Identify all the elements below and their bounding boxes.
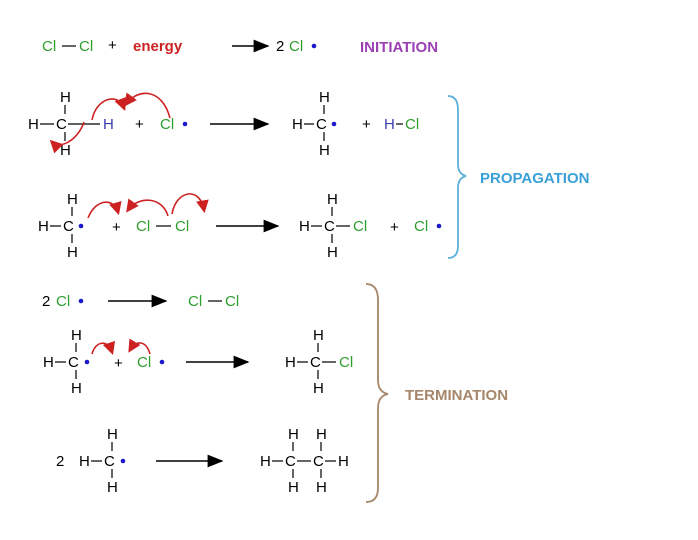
propagation-brace — [447, 95, 467, 259]
plus-sign: + — [390, 219, 399, 236]
initiation-label: INITIATION — [360, 39, 438, 56]
radical-dot — [159, 359, 165, 365]
h-atom: H — [319, 89, 330, 106]
cl-atom: Cl — [339, 354, 353, 371]
h-atom: H — [338, 453, 349, 470]
cl-atom: Cl — [79, 38, 93, 55]
curly-arrow — [91, 340, 116, 356]
c-atom: C — [63, 218, 74, 235]
h-atom: H — [71, 327, 82, 344]
coefficient: 2 — [56, 453, 64, 470]
cl-atom: Cl — [225, 293, 239, 310]
coefficient: 2 — [42, 293, 50, 310]
termination-step-2: H H C H + Cl H H C Cl H — [43, 327, 353, 397]
h-atom: H — [319, 142, 330, 159]
termination-brace — [365, 283, 389, 503]
curly-arrow — [87, 201, 122, 219]
radical-dot — [182, 121, 188, 127]
radical-dot — [331, 121, 337, 127]
c-atom: C — [56, 116, 67, 133]
curly-arrow — [171, 193, 209, 215]
h-atom: H — [28, 116, 39, 133]
termination-step-3: 2 H H C H H H H C C H H H — [56, 426, 349, 496]
plus-sign: + — [362, 116, 371, 133]
h-atom: H — [327, 191, 338, 208]
cl-atom: Cl — [414, 218, 428, 235]
plus-sign: + — [135, 116, 144, 133]
h-atom: H — [313, 327, 324, 344]
h-atom: H — [316, 479, 327, 496]
propagation-label: PROPAGATION — [480, 170, 589, 187]
h-atom: H — [60, 142, 71, 159]
cl-atom: Cl — [353, 218, 367, 235]
h-atom: H — [107, 479, 118, 496]
c-atom: C — [316, 116, 327, 133]
h-atom: H — [79, 453, 90, 470]
c-atom: C — [104, 453, 115, 470]
cl-atom: Cl — [42, 38, 56, 55]
h-atom: H — [43, 354, 54, 371]
radical-dot — [311, 43, 317, 49]
c-atom: C — [285, 453, 296, 470]
propagation-step-2: H H C H + Cl Cl H H C Cl H + Cl — [38, 191, 442, 261]
cl-atom: Cl — [136, 218, 150, 235]
coefficient: 2 — [276, 38, 284, 55]
plus-sign: + — [108, 37, 117, 54]
h-atom: H — [60, 89, 71, 106]
cl-atom: Cl — [137, 354, 151, 371]
h-atom: H — [384, 116, 395, 133]
c-atom: C — [310, 354, 321, 371]
c-atom: C — [313, 453, 324, 470]
h-atom: H — [67, 244, 78, 261]
energy-label: energy — [133, 38, 183, 55]
initiation-row: Cl Cl + energy 2 Cl INITIATION — [42, 37, 438, 56]
radical-dot — [436, 223, 442, 229]
cl-atom: Cl — [188, 293, 202, 310]
cl-atom: Cl — [405, 116, 419, 133]
h-atom: H — [316, 426, 327, 443]
h-atom: H — [38, 218, 49, 235]
curly-arrow — [128, 338, 151, 355]
radical-dot — [84, 359, 90, 365]
plus-sign: + — [112, 219, 121, 236]
h-atom: H — [327, 244, 338, 261]
c-atom: C — [324, 218, 335, 235]
curly-arrow — [124, 92, 171, 119]
radical-dot — [78, 298, 84, 304]
h-atom: H — [313, 380, 324, 397]
h-atom: H — [71, 380, 82, 397]
h-atom: H — [103, 116, 114, 133]
plus-sign: + — [114, 355, 123, 372]
h-atom: H — [107, 426, 118, 443]
propagation-step-1: H H C H H + Cl H H C H + H Cl — [28, 89, 419, 159]
h-atom: H — [67, 191, 78, 208]
curly-arrow — [126, 198, 169, 217]
cl-atom: Cl — [160, 116, 174, 133]
radical-dot — [120, 458, 126, 464]
h-atom: H — [288, 479, 299, 496]
c-atom: C — [68, 354, 79, 371]
curly-arrow — [49, 121, 85, 154]
h-atom: H — [285, 354, 296, 371]
h-atom: H — [288, 426, 299, 443]
cl-atom: Cl — [56, 293, 70, 310]
h-atom: H — [299, 218, 310, 235]
cl-atom: Cl — [175, 218, 189, 235]
h-atom: H — [292, 116, 303, 133]
radical-dot — [78, 223, 84, 229]
h-atom: H — [260, 453, 271, 470]
curly-arrow — [91, 96, 127, 121]
cl-atom: Cl — [289, 38, 303, 55]
termination-label: TERMINATION — [405, 387, 508, 404]
termination-step-1: 2 Cl Cl Cl — [42, 293, 239, 310]
